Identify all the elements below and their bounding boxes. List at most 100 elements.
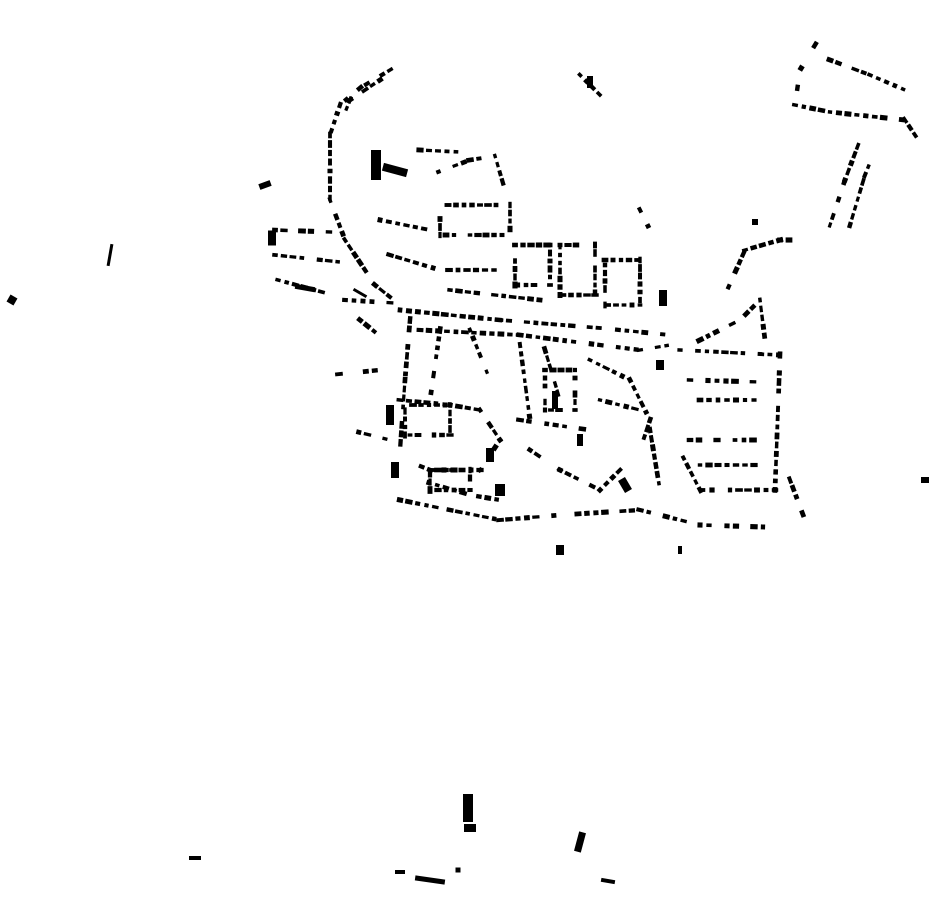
building xyxy=(491,268,497,272)
building xyxy=(268,230,276,246)
building xyxy=(508,209,512,217)
building xyxy=(513,273,517,281)
building xyxy=(385,292,393,300)
building xyxy=(396,496,404,504)
building xyxy=(342,96,350,104)
building xyxy=(427,470,433,478)
building xyxy=(572,390,578,398)
building xyxy=(715,397,721,403)
building xyxy=(630,406,639,412)
building xyxy=(428,478,432,486)
building xyxy=(748,303,757,312)
building xyxy=(381,162,409,178)
building xyxy=(425,327,433,334)
building xyxy=(448,402,452,408)
building xyxy=(593,510,599,516)
building xyxy=(432,310,440,317)
building xyxy=(426,402,432,408)
building xyxy=(725,283,732,291)
building xyxy=(601,257,609,263)
building xyxy=(638,256,642,264)
building xyxy=(444,149,450,154)
building xyxy=(526,404,531,411)
building xyxy=(578,426,587,432)
building xyxy=(469,202,475,208)
building xyxy=(625,257,633,263)
building xyxy=(605,303,611,307)
building xyxy=(547,242,553,248)
building xyxy=(189,856,201,860)
building xyxy=(459,313,466,319)
building xyxy=(552,380,558,389)
building xyxy=(515,417,525,423)
building xyxy=(474,343,480,350)
building xyxy=(728,320,737,328)
building xyxy=(477,315,484,321)
building xyxy=(325,230,333,234)
building xyxy=(526,413,533,420)
building xyxy=(635,507,645,513)
building xyxy=(835,110,843,116)
building xyxy=(786,475,794,485)
building xyxy=(525,395,530,402)
building xyxy=(430,264,437,271)
building xyxy=(402,385,407,393)
building xyxy=(495,161,500,168)
building xyxy=(484,369,490,375)
building xyxy=(602,262,608,268)
building xyxy=(443,467,449,473)
building xyxy=(776,388,782,394)
building xyxy=(437,325,443,335)
building xyxy=(501,293,507,299)
building xyxy=(854,112,860,117)
building xyxy=(487,316,492,322)
building xyxy=(405,343,411,350)
building xyxy=(360,86,370,94)
building xyxy=(654,470,661,479)
building xyxy=(555,408,563,412)
building xyxy=(591,293,599,297)
building xyxy=(512,265,518,273)
building xyxy=(570,339,577,344)
building xyxy=(369,81,376,89)
building xyxy=(467,327,473,333)
building xyxy=(637,289,643,295)
building xyxy=(664,343,670,348)
building xyxy=(433,354,439,360)
building xyxy=(646,416,654,424)
building xyxy=(767,352,773,357)
building xyxy=(377,216,383,224)
building xyxy=(854,142,861,151)
building xyxy=(525,333,533,339)
building xyxy=(749,437,757,443)
building xyxy=(280,228,288,233)
building xyxy=(414,432,422,438)
building xyxy=(448,418,452,424)
building xyxy=(505,516,513,522)
building xyxy=(777,237,783,243)
building xyxy=(545,354,551,363)
building xyxy=(515,516,521,521)
building xyxy=(647,426,653,434)
building xyxy=(428,389,434,396)
building xyxy=(494,497,500,502)
building xyxy=(476,467,484,473)
building xyxy=(495,484,505,496)
building xyxy=(492,153,498,159)
building xyxy=(811,40,819,50)
building xyxy=(513,258,517,264)
building xyxy=(442,402,448,408)
building xyxy=(328,131,332,139)
building xyxy=(835,195,842,203)
building xyxy=(695,437,703,443)
building xyxy=(327,176,333,184)
building xyxy=(619,509,627,514)
building xyxy=(402,376,408,384)
building xyxy=(706,397,712,403)
building xyxy=(705,462,713,468)
building xyxy=(403,257,411,263)
building xyxy=(346,243,354,252)
building xyxy=(736,258,743,266)
building xyxy=(484,494,492,502)
building xyxy=(541,321,549,326)
